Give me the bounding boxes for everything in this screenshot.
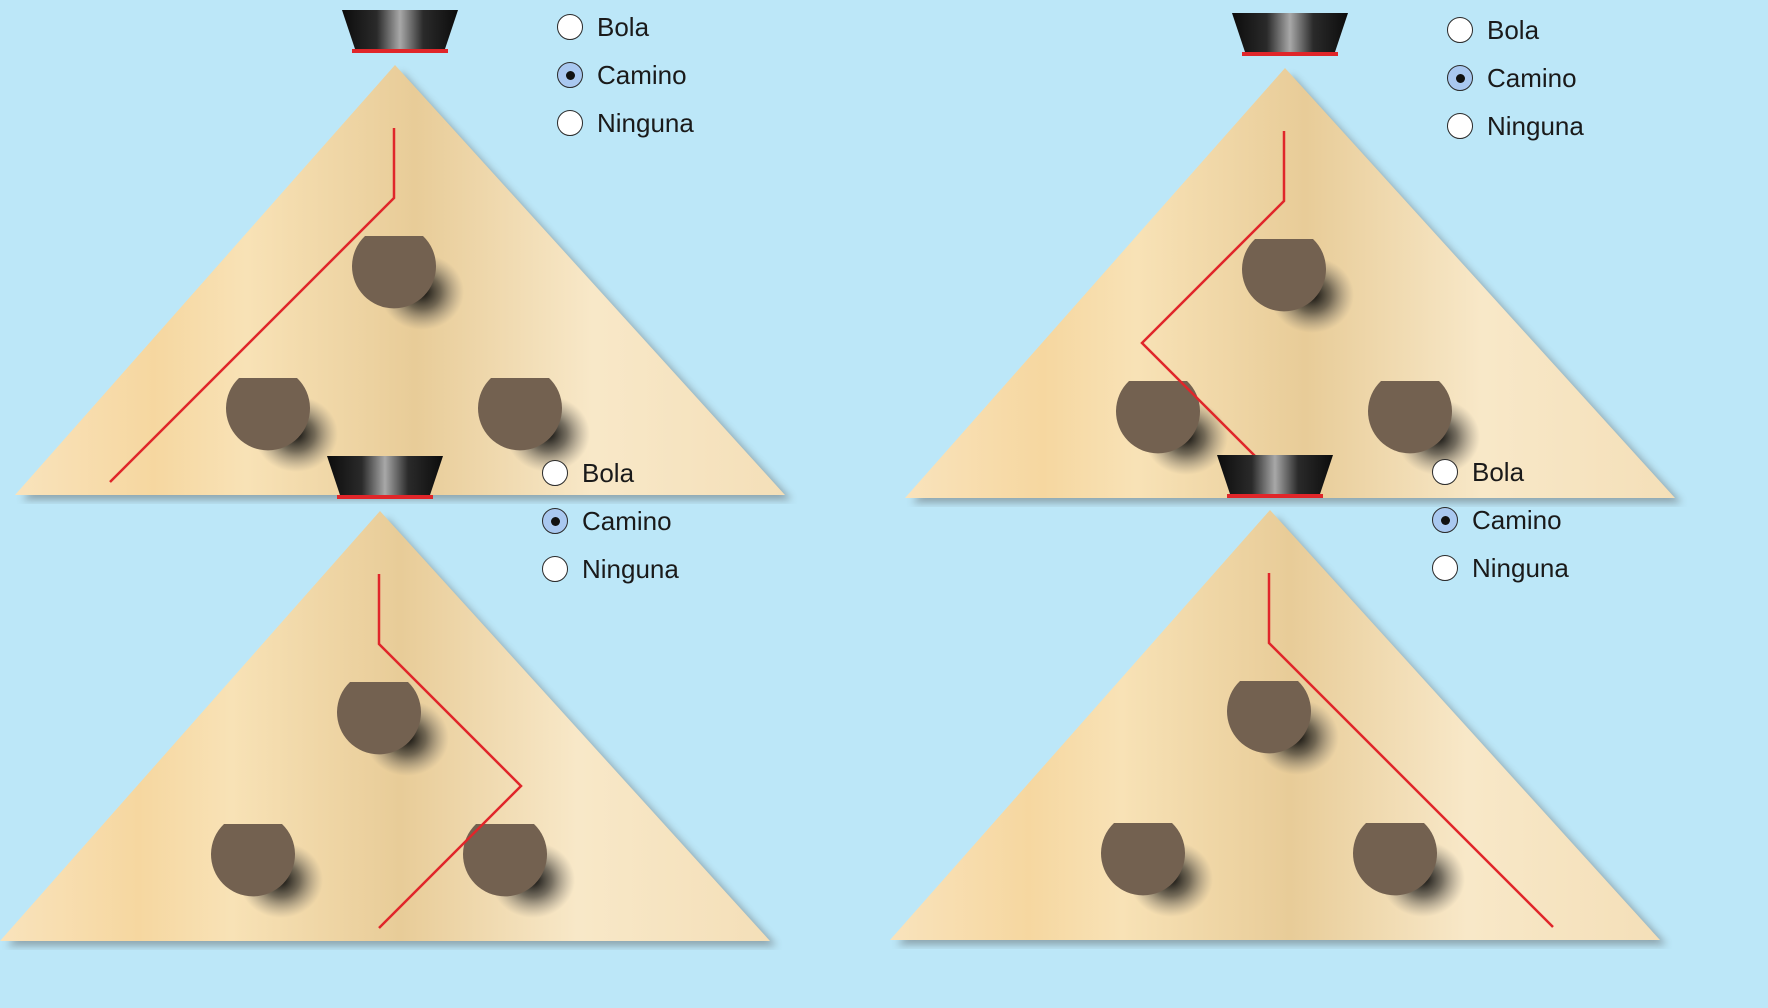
radio-button[interactable] <box>1432 507 1458 533</box>
option-label: Camino <box>597 59 687 90</box>
peg-icon <box>1116 381 1228 475</box>
peg-icon <box>1227 681 1339 775</box>
ball-path <box>377 574 523 929</box>
peg-icon <box>226 378 338 472</box>
option-bola[interactable]: Bola <box>557 3 694 51</box>
option-label: Ninguna <box>1472 552 1569 583</box>
peg-icon <box>1242 239 1354 333</box>
ball-path <box>1267 573 1554 928</box>
peg-icon <box>462 824 575 918</box>
option-label: Camino <box>1487 62 1577 93</box>
option-label: Bola <box>1487 14 1540 45</box>
option-label: Ninguna <box>1487 110 1584 141</box>
radio-button[interactable] <box>557 110 583 136</box>
option-camino[interactable]: Camino <box>1447 54 1584 102</box>
option-label: Bola <box>597 11 650 42</box>
option-bola[interactable]: Bola <box>1432 448 1569 496</box>
radio-button[interactable] <box>1447 65 1473 91</box>
option-ninguna[interactable]: Ninguna <box>1447 102 1584 150</box>
option-label: Ninguna <box>582 553 679 584</box>
option-label: Bola <box>1472 456 1525 487</box>
peg-icon <box>352 236 464 330</box>
radio-button[interactable] <box>1447 17 1473 43</box>
option-bola[interactable]: Bola <box>1447 6 1584 54</box>
radio-button[interactable] <box>557 14 583 40</box>
option-label: Bola <box>582 457 635 488</box>
radio-button[interactable] <box>542 508 568 534</box>
radio-button[interactable] <box>557 62 583 88</box>
option-label: Camino <box>1472 504 1562 535</box>
radio-button[interactable] <box>542 556 568 582</box>
option-ninguna[interactable]: Ninguna <box>1432 544 1569 592</box>
peg-icon <box>1368 381 1480 475</box>
option-bola[interactable]: Bola <box>542 449 679 497</box>
option-camino[interactable]: Camino <box>542 497 679 545</box>
radio-button[interactable] <box>542 460 568 486</box>
peg-icon <box>337 682 449 776</box>
option-camino[interactable]: Camino <box>1432 496 1569 544</box>
peg-icon <box>1101 823 1213 917</box>
peg-icon <box>211 824 323 918</box>
galton-board <box>15 10 792 500</box>
funnel-icon <box>342 10 458 53</box>
galton-board <box>0 456 777 946</box>
radio-button[interactable] <box>1432 555 1458 581</box>
funnel-icon <box>1217 455 1333 498</box>
ball-path <box>1140 131 1286 486</box>
galton-board <box>905 13 1682 503</box>
funnel-icon <box>327 456 443 499</box>
radio-button[interactable] <box>1447 113 1473 139</box>
radio-button[interactable] <box>1432 459 1458 485</box>
option-ninguna[interactable]: Ninguna <box>557 99 694 147</box>
option-label: Camino <box>582 505 672 536</box>
peg-icon <box>1353 823 1465 917</box>
option-ninguna[interactable]: Ninguna <box>542 545 679 593</box>
ball-path <box>109 128 396 483</box>
galton-board <box>890 455 1667 945</box>
option-label: Ninguna <box>597 107 694 138</box>
funnel-icon <box>1232 13 1348 56</box>
peg-icon <box>477 378 590 472</box>
option-camino[interactable]: Camino <box>557 51 694 99</box>
